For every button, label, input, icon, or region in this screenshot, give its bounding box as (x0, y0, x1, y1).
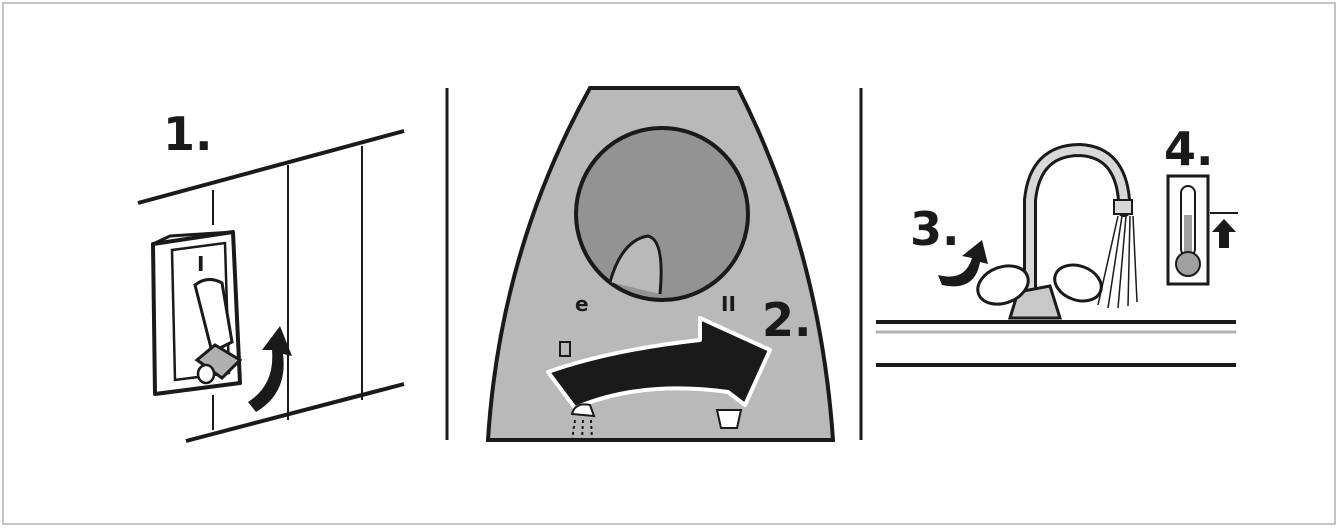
water-stream (1098, 216, 1137, 308)
step-2-label: 2. (762, 293, 811, 347)
cold-tap-handle (1050, 259, 1107, 307)
panel-3-4-faucet: 3. 4. (876, 122, 1238, 365)
cup-icon (717, 410, 741, 428)
switch-on-mark: I (197, 252, 204, 276)
step-3-label: 3. (910, 202, 959, 256)
step-4-label: 4. (1164, 122, 1213, 176)
temperature-up-arrow (1210, 213, 1238, 248)
breaker-bottom-rail (186, 384, 404, 441)
switch-pivot (198, 365, 214, 383)
panel-2-dial: e II 2. (488, 88, 833, 440)
faucet-aerator (1114, 200, 1132, 214)
dial-label-left: e (575, 292, 589, 316)
dial-label-right: II (721, 292, 736, 316)
panel-1-breaker: 1. I (138, 107, 404, 441)
step-1-label: 1. (163, 107, 212, 161)
switch-up-arrow (248, 326, 292, 412)
